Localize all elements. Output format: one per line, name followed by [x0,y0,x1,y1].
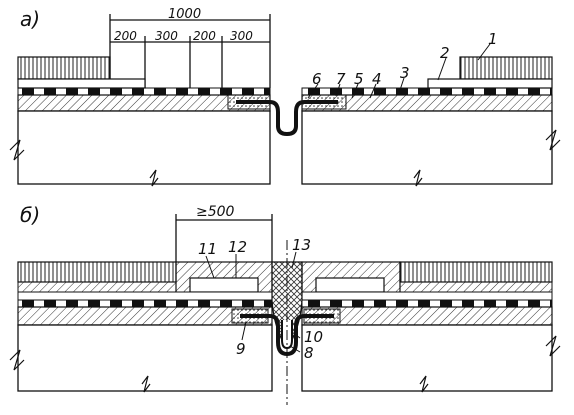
panel-a-label: а) [20,7,40,31]
callout-13: 13 [292,236,311,254]
callout-10: 10 [304,328,323,346]
dim-200-first: 200 [114,29,137,43]
dim-min-500: ≥500 [196,204,235,220]
callout-4: 4 [372,70,382,88]
callout-5: 5 [354,70,364,88]
callout-11: 11 [198,240,217,258]
panel-a-right-layers [301,56,561,187]
panel-a: а) 1000 200 300 200 300 [9,7,561,187]
panel-a-callout-leaders [307,43,491,99]
panel-b: б) ≥500 [9,203,561,405]
panel-a-left-layers [9,56,271,187]
panel-b-label: б) [20,203,40,227]
callout-12: 12 [228,238,247,256]
dim-total-1000: 1000 [168,7,201,22]
callout-1: 1 [488,30,498,48]
callout-8: 8 [304,344,314,362]
dim-200-second: 200 [193,29,216,43]
callout-9: 9 [236,340,246,358]
callout-7: 7 [336,70,346,88]
dim-300-second: 300 [230,29,253,43]
callout-6: 6 [312,70,322,88]
panel-b-callout-leaders [205,251,301,353]
dim-300-first: 300 [155,29,178,43]
panel-a-dimensions [109,14,271,88]
panel-b-dimensions [175,214,273,262]
callout-3: 3 [400,64,410,82]
callout-2: 2 [440,44,450,62]
panel-b-right-layers [301,261,561,393]
panel-b-left-layers [9,261,273,393]
panel-a-compensator [236,100,338,137]
